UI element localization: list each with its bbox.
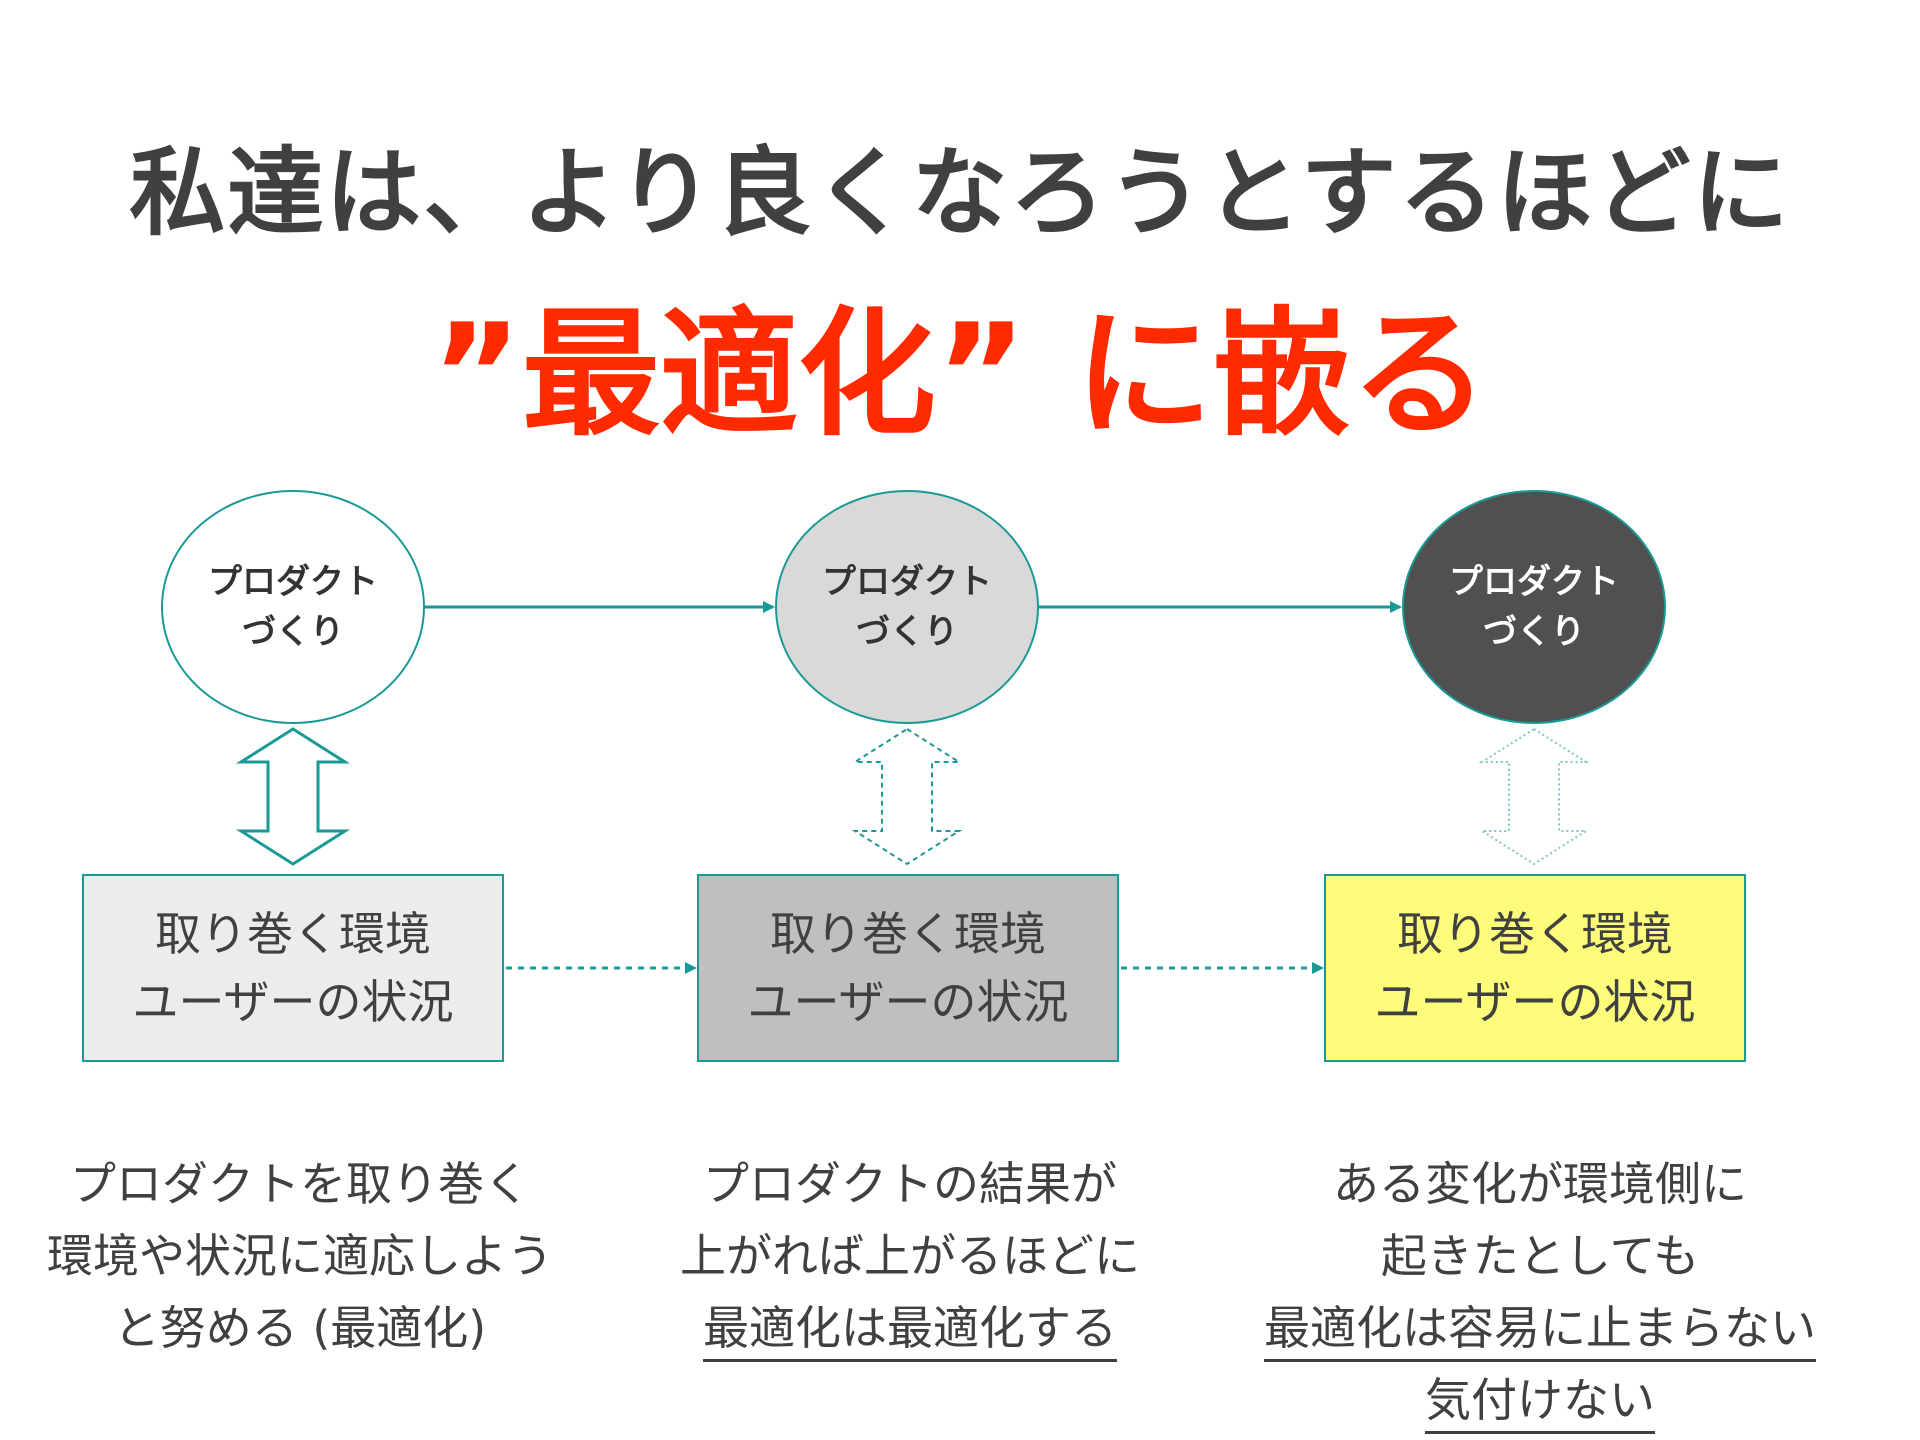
env-label-line2: ユーザーの状況 (132, 975, 454, 1029)
product-label-line2: づくり (856, 612, 958, 652)
description-line: ある変化が環境側に (1333, 1157, 1747, 1211)
description-line: プロダクトを取り巻く (70, 1157, 530, 1211)
double-arrow-2 (851, 727, 963, 866)
product-circle-3: プロダクト づくり (1402, 490, 1666, 724)
env-label-line1: 取り巻く環境 (1397, 907, 1673, 961)
product-circle-1: プロダクト づくり (161, 490, 425, 724)
env-label-line1: 取り巻く環境 (770, 907, 1046, 961)
description-2: プロダクトの結果が 上がれば上がるほどに 最適化は最適化する (640, 1148, 1180, 1364)
description-line: 起きたとしても (1380, 1229, 1700, 1283)
title-line-2: ”最適化” に嵌る (431, 294, 1489, 455)
description-underlined-line: 気付けない (1425, 1369, 1655, 1434)
description-line: プロダクトの結果が (703, 1157, 1117, 1211)
description-underlined-line: 最適化は最適化する (703, 1297, 1117, 1362)
description-underlined-line: 最適化は容易に止まらない (1264, 1297, 1816, 1362)
product-label-line1: プロダクト (822, 562, 992, 602)
description-line: 環境や状況に適応しよう (47, 1229, 553, 1283)
environment-box-3: 取り巻く環境 ユーザーの状況 (1324, 874, 1746, 1062)
title-line-1: 私達は、より良くなろうとするほどに (129, 137, 1791, 249)
description-line: と努める (最適化) (113, 1301, 487, 1355)
product-label-line1: プロダクト (208, 562, 378, 602)
env-label-line1: 取り巻く環境 (155, 907, 431, 961)
double-arrow-3 (1478, 727, 1590, 866)
env-label-line2: ユーザーの状況 (1374, 975, 1696, 1029)
product-circle-2: プロダクト づくり (775, 490, 1039, 724)
double-arrow-1 (235, 727, 351, 866)
env-label-line2: ユーザーの状況 (747, 975, 1069, 1029)
product-label-line2: づくり (242, 612, 344, 652)
environment-box-2: 取り巻く環境 ユーザーの状況 (697, 874, 1119, 1062)
environment-box-1: 取り巻く環境 ユーザーの状況 (82, 874, 504, 1062)
description-1: プロダクトを取り巻く 環境や状況に適応しよう と努める (最適化) (20, 1148, 580, 1364)
product-label-line2: づくり (1483, 612, 1585, 652)
description-3: ある変化が環境側に 起きたとしても 最適化は容易に止まらない 気付けない (1220, 1148, 1860, 1436)
product-label-line1: プロダクト (1449, 562, 1619, 602)
description-line: 上がれば上がるほどに (680, 1229, 1140, 1283)
